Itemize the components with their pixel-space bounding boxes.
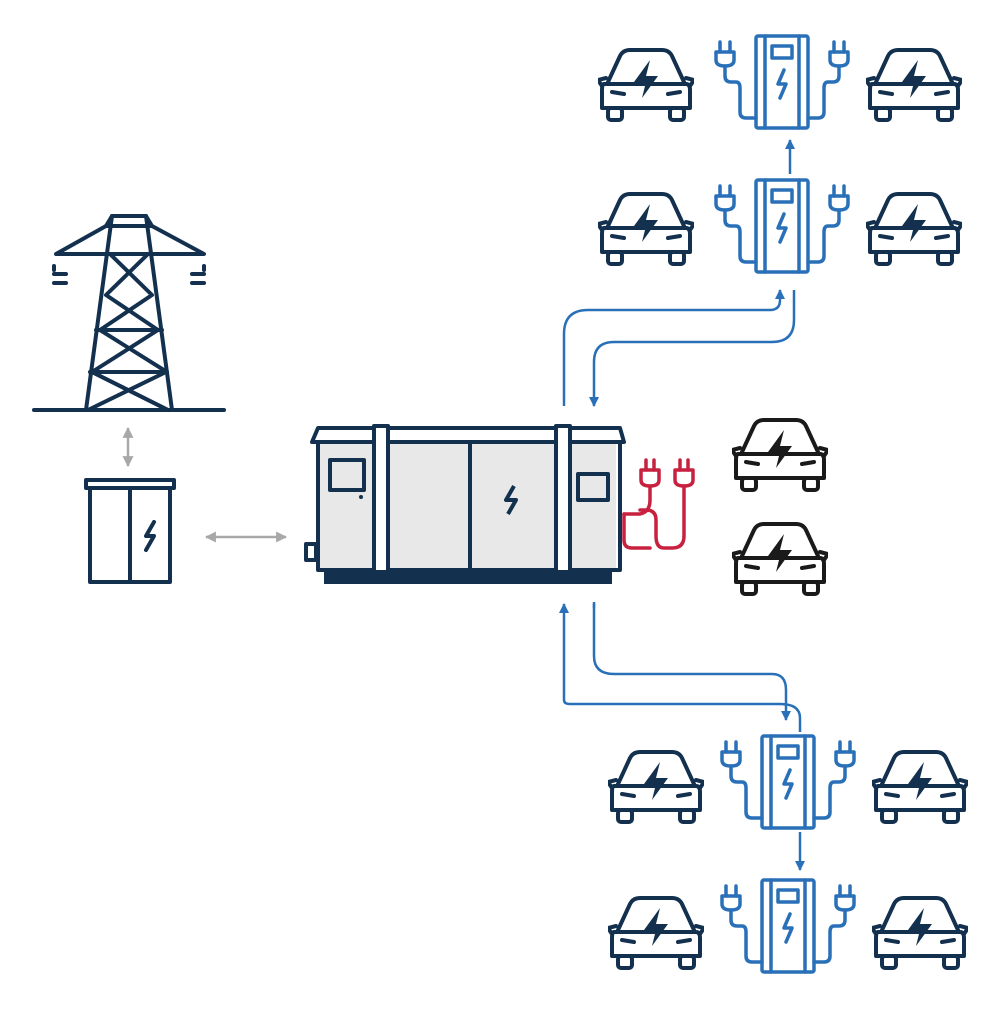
storage-top-charger-links (562, 139, 796, 407)
electric-car-icon (732, 522, 828, 596)
charging-station-icon (720, 878, 856, 974)
battery-container-icon (304, 424, 626, 584)
electric-car-icon (608, 898, 704, 968)
transformer-cabinet-icon (84, 478, 176, 584)
electric-car-icon (598, 50, 694, 120)
electric-car-icon (598, 194, 694, 264)
electric-car-icon (608, 752, 704, 822)
electric-car-icon (872, 752, 968, 822)
transmission-tower-icon (32, 214, 226, 412)
electric-car-icon (866, 194, 962, 264)
storage-bottom-charger-links (559, 602, 805, 871)
electric-car-icon (732, 418, 828, 492)
electric-car-icon (866, 50, 962, 120)
charging-station-icon (714, 178, 850, 274)
charging-station-icon (720, 734, 856, 830)
electric-car-icon (872, 898, 968, 968)
plug-connector-icon (622, 458, 695, 550)
charging-station-icon (714, 34, 850, 130)
